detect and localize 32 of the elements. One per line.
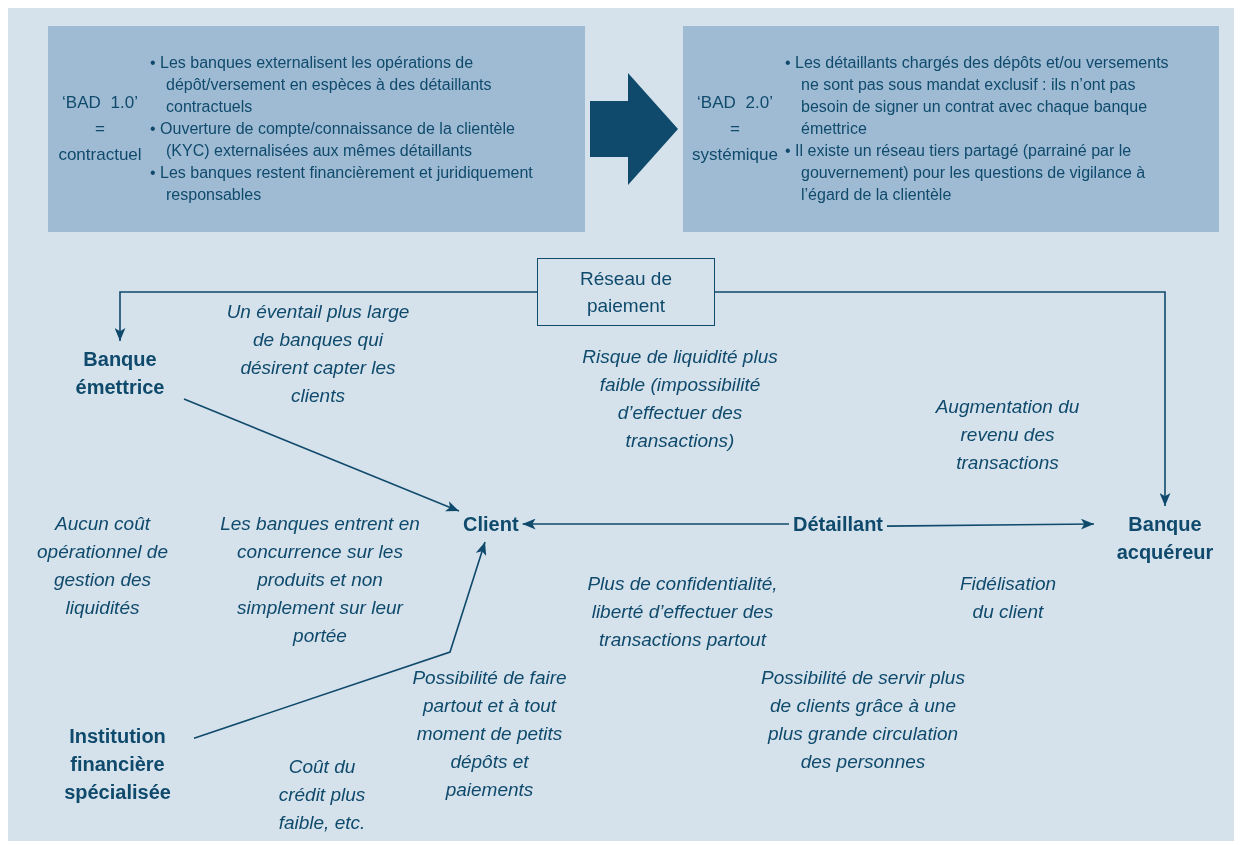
- actor-label: Client: [463, 510, 519, 538]
- arrow: [886, 518, 1095, 530]
- benefit-note: Possibilité de servir plus de clients grâce à une plus grande circulation des personnes: [760, 666, 966, 774]
- actor-label: Banque acquéreur: [1100, 510, 1230, 566]
- benefit-note: Un éventail plus large de banques qui désirent capter les clients: [225, 300, 411, 408]
- benefit-note: Les banques entrent en concurrence sur les produits et non simplement sur leur portée: [219, 512, 421, 648]
- benefit-note: Fidélisation du client: [958, 572, 1058, 624]
- benefit-note: Augmentation du revenu des transactions: [934, 395, 1081, 475]
- panel-heading: ‘BAD 1.0’ = contractuel: [57, 92, 143, 166]
- actor-label: Détaillant: [793, 510, 884, 538]
- arrow: [183, 398, 460, 512]
- bullet-text: • Les banques externalisent les opérations de dépôt/versement en espèces à des détaillants contractuels: [150, 53, 493, 117]
- bullet-text: • Il existe un réseau tiers partagé (parrainé par le gouvernement) pour les questions de vigilance à l’égard de la clientèle: [785, 141, 1147, 205]
- actor-label: Banque émettrice: [60, 345, 180, 401]
- arrow: [193, 541, 487, 739]
- arrow: [521, 518, 790, 530]
- benefit-note: Aucun coût opérationnel de gestion des liquidités: [36, 512, 169, 620]
- info-panel: [683, 26, 1219, 232]
- benefit-note: Coût du crédit plus faible, etc.: [277, 755, 367, 835]
- bullet-text: • Les détaillants chargés des dépôts et/ou versements ne sont pas sous mandat exclusif : ils n’ont pas besoin de signer un contrat avec chaque banque émettrice: [785, 53, 1170, 139]
- bullet-text: • Ouverture de compte/connaissance de la clientèle (KYC) externalisées aux mêmes détaillants: [150, 119, 516, 161]
- benefit-note: Plus de confidentialité, liberté d’effectuer des transactions partout: [586, 572, 779, 652]
- network-box: Réseau de paiement: [537, 258, 715, 326]
- benefit-note: Risque de liquidité plus faible (impossibilité d’effectuer des transactions): [581, 345, 779, 453]
- panel-heading: ‘BAD 2.0’ = systémique: [691, 92, 779, 166]
- block-arrow: [590, 73, 678, 185]
- arrow: [714, 291, 1171, 507]
- info-panel: [48, 26, 585, 232]
- actor-label: Institution financière spécialisée: [45, 722, 190, 806]
- arrow: [114, 291, 538, 342]
- bullet-text: • Les banques restent financièrement et juridiquement responsables: [150, 163, 534, 205]
- benefit-note: Possibilité de faire partout et à tout moment de petits dépôts et paiements: [412, 666, 567, 802]
